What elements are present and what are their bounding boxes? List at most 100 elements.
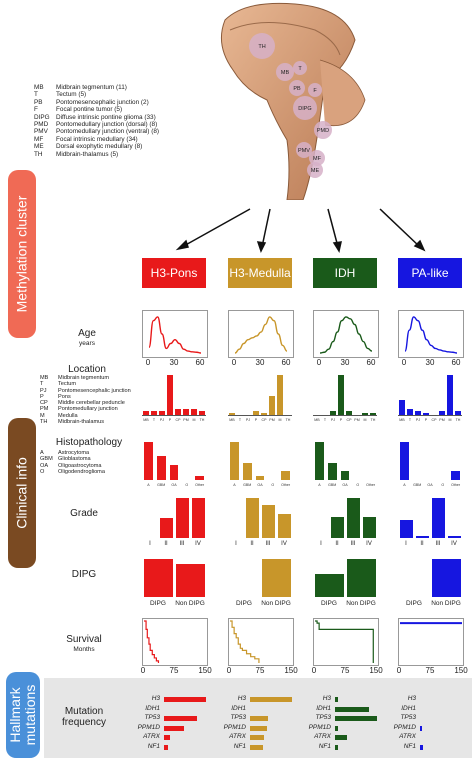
age-tick: 30 xyxy=(255,358,265,367)
mutation-bar xyxy=(420,725,423,731)
mutation-gene-label: H3 xyxy=(237,695,246,702)
location-legend-item-abbr: PM xyxy=(40,406,49,413)
grade-tick: IV xyxy=(195,541,201,547)
row-title-histopathology: Histopathology xyxy=(46,437,132,448)
location-tick: TH xyxy=(199,418,205,422)
mutation-gene-label: IDH1 xyxy=(231,704,246,712)
methylation-cluster-label: Methylation cluster xyxy=(13,195,30,313)
row-title-age: Age years xyxy=(62,328,112,347)
mutation-gene-label: IDH1 xyxy=(401,704,416,712)
brainstem-illustration: TH MB T PB F DIPG PMD PMV MF ME xyxy=(220,2,366,200)
brain-legend-item-text: Dorsal exophytic medullary (8) xyxy=(56,143,143,151)
mutation-bar xyxy=(164,725,185,731)
brain-label-dipg: DIPG xyxy=(298,106,311,112)
location-tick: P xyxy=(254,418,258,422)
survival-line-idh xyxy=(315,620,374,663)
dipg-bar xyxy=(314,574,344,597)
location-bar xyxy=(143,410,149,415)
age-density-line-palike xyxy=(404,316,458,354)
dipg-tick: Non DIPG xyxy=(431,600,461,607)
grade-bar xyxy=(362,517,376,538)
histopathology-tick: O xyxy=(185,483,189,487)
histopathology-bar xyxy=(230,442,239,480)
location-tick: TH xyxy=(370,418,376,422)
survival-panel-h3medulla xyxy=(228,618,294,666)
survival-tick: 0 xyxy=(140,666,146,675)
location-tick: MB xyxy=(143,418,149,422)
location-baseline xyxy=(398,415,462,416)
dipg-tick: DIPG xyxy=(236,600,252,607)
age-curve-svg xyxy=(148,316,202,354)
location-bar xyxy=(455,410,461,415)
histopathology-tick: A xyxy=(318,483,321,487)
location-bar xyxy=(338,375,344,415)
age-tick: 30 xyxy=(169,358,179,367)
survival-tick: 150 xyxy=(284,666,298,675)
mutation-bar xyxy=(250,735,264,740)
location-tick: PJ xyxy=(330,418,336,422)
location-bar xyxy=(269,396,275,415)
survival-panel-idh xyxy=(313,618,379,666)
histopathology-tick: Other xyxy=(281,483,291,487)
mutation-bar xyxy=(164,697,206,702)
histopathology-tick: GBM xyxy=(157,483,166,487)
mutation-gene-label: NF1 xyxy=(403,742,416,750)
location-tick: CP xyxy=(175,418,181,422)
mutation-gene-label: PPM1D xyxy=(308,723,331,731)
survival-curve-svg xyxy=(144,620,160,663)
location-legend-item-abbr: PJ xyxy=(40,387,47,394)
location-bar xyxy=(407,408,413,415)
brain-label-pmd: PMD xyxy=(317,128,329,134)
age-curve-svg xyxy=(404,316,458,354)
location-tick: TH xyxy=(285,418,291,422)
mutation-gene-label: NF1 xyxy=(233,742,246,750)
location-legend-item-text: Pons xyxy=(58,393,71,400)
survival-curve-svg xyxy=(400,622,462,625)
survival-tick: 75 xyxy=(340,666,350,675)
brain-label-me: ME xyxy=(311,168,320,174)
location-tick: M xyxy=(192,418,196,422)
brain-legend-item-text: Midbrain tegmentum (11) xyxy=(56,84,127,91)
brain-label-pmv: PMV xyxy=(298,148,310,154)
location-legend-item-abbr: M xyxy=(40,412,45,419)
dipg-bar xyxy=(431,559,461,597)
mutation-bar xyxy=(335,697,339,702)
survival-curve-svg xyxy=(230,620,260,663)
location-legend-item-abbr: T xyxy=(40,381,44,388)
brain-label-th: TH xyxy=(258,44,265,50)
histopathology-bar xyxy=(195,476,204,480)
histopathology-chart-h3medulla xyxy=(228,440,292,480)
location-tick: PM xyxy=(183,418,189,422)
histo-legend-item-text: Oligoastrocytoma xyxy=(58,462,102,469)
location-legend-item-abbr: CP xyxy=(40,400,48,407)
mutation-bar xyxy=(164,716,197,721)
mutation-gene-label: PPM1D xyxy=(137,723,160,731)
age-tick: 60 xyxy=(195,358,205,367)
location-baseline xyxy=(228,415,292,416)
brain-label-mb: MB xyxy=(281,70,290,76)
row-title-mutation: Mutation frequency xyxy=(58,706,110,728)
location-bar xyxy=(159,410,165,415)
cluster-arrows xyxy=(175,208,426,253)
brain-legend-item-text: Pontomesencephalic junction (2) xyxy=(56,98,149,106)
location-tick: PJ xyxy=(245,418,251,422)
grade-bar xyxy=(399,520,413,538)
age-curve-svg xyxy=(234,316,288,354)
grade-tick: I xyxy=(235,541,237,547)
histopathology-tick: O xyxy=(441,483,445,487)
grade-bar xyxy=(277,513,291,538)
location-legend-item-text: Medulla xyxy=(58,412,78,419)
histopathology-tick: Other xyxy=(451,483,461,487)
location-tick: P xyxy=(168,418,172,422)
mutation-title: Mutation frequency xyxy=(62,706,106,728)
mutation-bar xyxy=(250,716,269,721)
histopathology-tick: Other xyxy=(366,483,376,487)
hallmark-mutations-band: Hallmark mutations xyxy=(6,672,40,758)
location-chart-h3medulla xyxy=(228,373,292,415)
clinical-info-band: Clinical info xyxy=(8,418,36,568)
location-tick: PJ xyxy=(159,418,165,422)
